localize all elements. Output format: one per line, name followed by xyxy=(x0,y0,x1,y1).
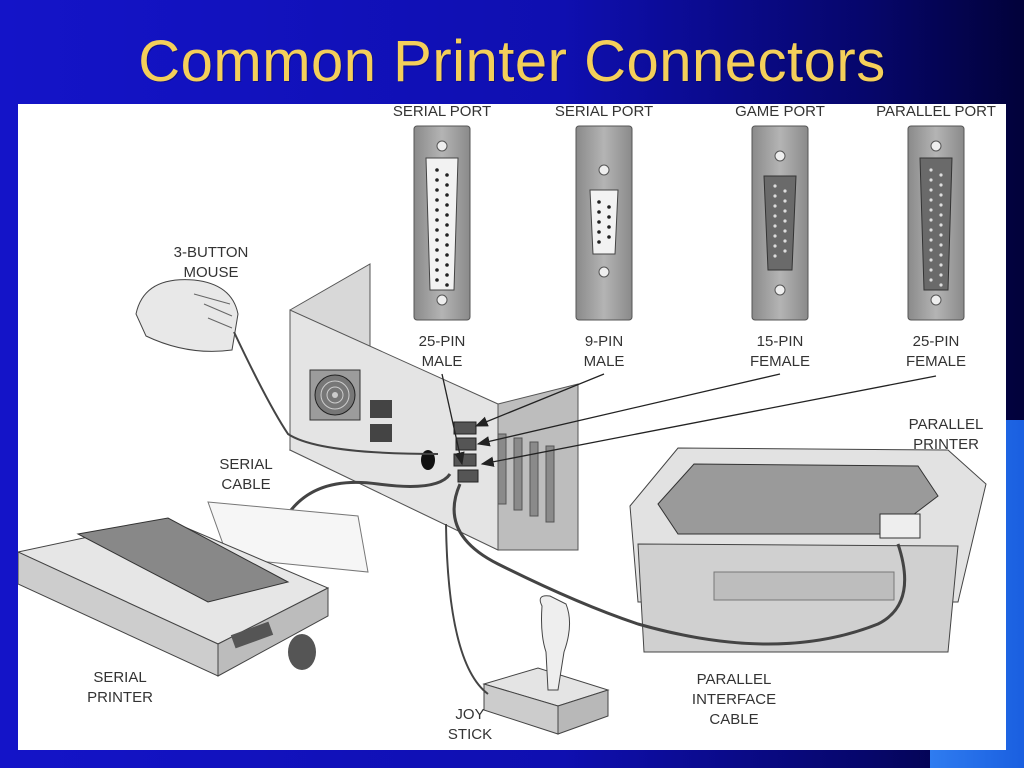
port-game-15pin xyxy=(751,125,809,321)
parallel-interface-cable xyxy=(452,483,907,646)
connector-arrows xyxy=(441,373,937,467)
port-gender-label: MALE xyxy=(584,353,625,370)
port-name-label: SERIAL PORT xyxy=(555,104,653,120)
port-name-label: GAME PORT xyxy=(735,104,825,120)
serial-printer-label: PRINTER xyxy=(87,689,153,706)
port-name-label: PARALLEL PORT xyxy=(876,104,996,120)
parallel-printer-label: PARALLEL xyxy=(909,416,984,433)
joystick-label: STICK xyxy=(448,726,492,743)
port-serial-9pin xyxy=(575,125,633,321)
serial-cable-label: SERIAL xyxy=(219,456,272,473)
parallel-cable-label: CABLE xyxy=(709,711,758,728)
diagram-panel: SERIAL PORT SERIAL PORT GAME PORT PARALL… xyxy=(18,104,1006,750)
port-pins-label: 15-PIN xyxy=(757,333,804,350)
port-serial-25pin xyxy=(413,125,471,321)
mouse-label: MOUSE xyxy=(183,264,238,281)
serial-printer-icon xyxy=(18,501,369,677)
joystick-icon xyxy=(482,595,610,735)
port-pins-label: 25-PIN xyxy=(913,333,960,350)
serial-cable xyxy=(280,473,452,525)
connector-diagram: SERIAL PORT SERIAL PORT GAME PORT PARALL… xyxy=(18,104,996,743)
port-pins-label: 25-PIN xyxy=(419,333,466,350)
mouse-icon xyxy=(135,279,239,352)
slide-title: Common Printer Connectors xyxy=(138,29,886,94)
parallel-printer-icon xyxy=(629,447,987,653)
port-name-label: SERIAL PORT xyxy=(393,104,491,120)
serial-cable-label: CABLE xyxy=(221,476,270,493)
fan-icon xyxy=(309,369,361,421)
joystick-label: JOY xyxy=(455,706,484,723)
mouse-label: 3-BUTTON xyxy=(174,244,249,261)
port-gender-label: FEMALE xyxy=(750,353,810,370)
port-parallel-25pin xyxy=(907,125,965,321)
serial-printer-label: SERIAL xyxy=(93,669,146,686)
parallel-cable-label: PARALLEL xyxy=(697,671,772,688)
port-gender-label: FEMALE xyxy=(906,353,966,370)
parallel-cable-label: INTERFACE xyxy=(692,691,776,708)
port-gender-label: MALE xyxy=(422,353,463,370)
parallel-printer-label: PRINTER xyxy=(913,436,979,453)
port-pins-label: 9-PIN xyxy=(585,333,623,350)
